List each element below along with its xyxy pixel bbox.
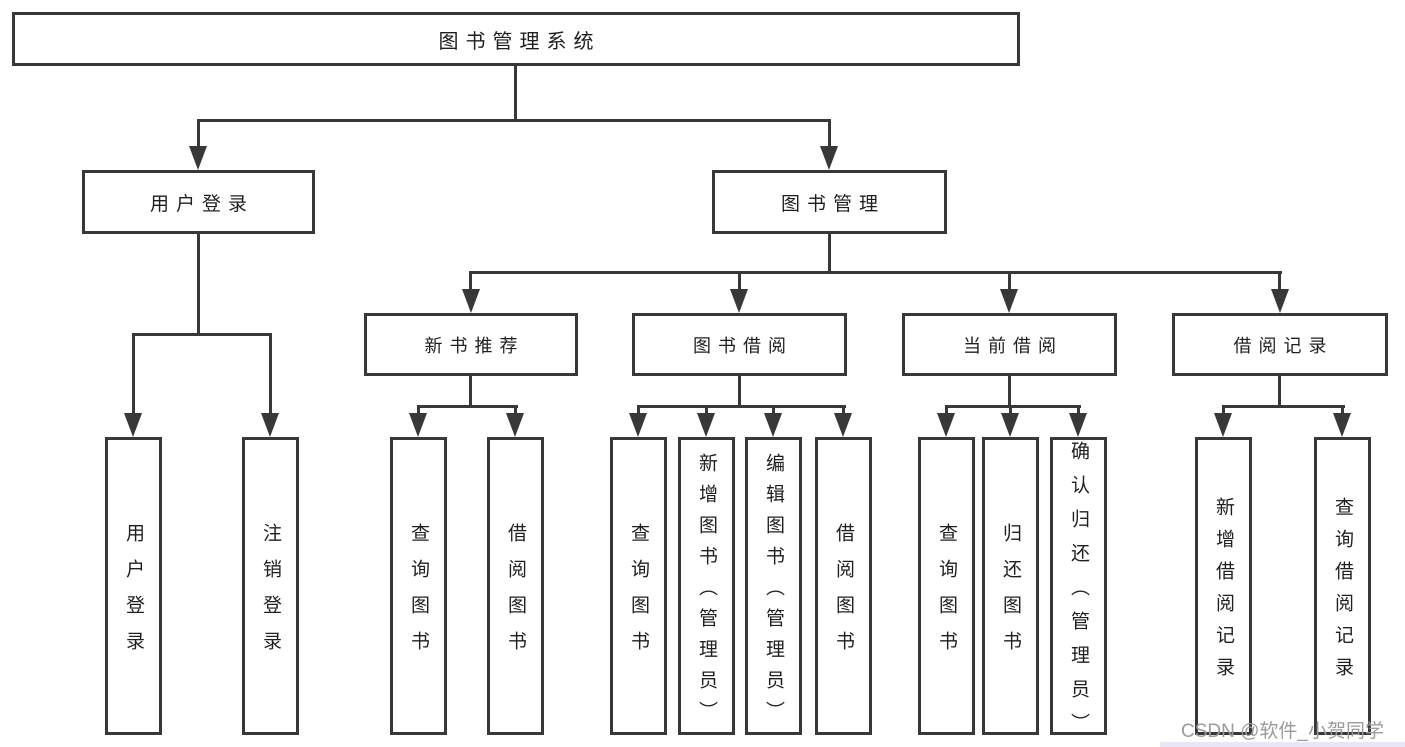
- connector-line: [705, 405, 708, 415]
- leaf-return-book: 归还图书: [982, 437, 1039, 735]
- connector-line: [637, 405, 846, 408]
- arrowhead-icon: [409, 413, 427, 437]
- arrowhead-icon: [261, 413, 279, 437]
- connector-line: [842, 405, 845, 415]
- leaf-borrow-books-recommend: 借阅图书: [487, 437, 544, 735]
- leaf-query-books-current: 查询图书: [918, 437, 975, 735]
- leaf-query-books-borrow: 查询图书: [610, 437, 667, 735]
- node-book-management: 图书管理: [712, 170, 947, 234]
- connector-line: [417, 405, 518, 408]
- connector-line: [1009, 405, 1012, 415]
- node-current-borrow-label: 当前借阅: [963, 335, 1063, 356]
- connector-line: [469, 376, 472, 407]
- arrowhead-icon: [764, 413, 782, 437]
- leaf-add-book-admin-label: 新增图书（管理员）: [696, 452, 717, 732]
- arrowhead-icon: [834, 413, 852, 437]
- connector-line: [738, 376, 741, 407]
- leaf-confirm-return-admin-label: 确认归还（管理员）: [1068, 440, 1089, 747]
- leaf-query-borrow-record: 查询借阅记录: [1314, 437, 1371, 735]
- node-current-borrow: 当前借阅: [902, 313, 1117, 376]
- node-root-label: 图书管理系统: [438, 30, 601, 53]
- connector-line: [1222, 405, 1345, 408]
- csdn-watermark: CSDN @软件_小贺同学: [1181, 721, 1384, 742]
- node-user-login: 用户登录: [82, 170, 315, 234]
- connector-line: [469, 271, 1282, 274]
- leaf-logout: 注销登录: [242, 437, 299, 735]
- node-user-login-label: 用户登录: [149, 193, 254, 215]
- connector-line: [637, 405, 640, 415]
- connector-line: [1222, 405, 1225, 415]
- connector-line: [1077, 405, 1080, 415]
- node-new-book-recommend: 新书推荐: [364, 313, 578, 376]
- connector-line: [514, 66, 517, 122]
- connector-line: [1008, 271, 1011, 291]
- arrowhead-icon: [1333, 413, 1351, 437]
- leaf-logout-label: 注销登录: [260, 522, 281, 667]
- leaf-borrow-books-borrow: 借阅图书: [815, 437, 872, 735]
- connector-line: [1278, 376, 1281, 407]
- connector-line: [417, 405, 420, 415]
- arrowhead-icon: [189, 146, 207, 170]
- connector-line: [738, 271, 741, 291]
- arrowhead-icon: [697, 413, 715, 437]
- arrowhead-icon: [820, 146, 838, 170]
- arrowhead-icon: [1214, 413, 1232, 437]
- connector-line: [514, 405, 517, 415]
- leaf-query-books-recommend: 查询图书: [390, 437, 447, 735]
- arrowhead-icon: [1271, 289, 1289, 313]
- leaf-add-borrow-record-label: 新增借阅记录: [1213, 496, 1234, 689]
- arrowhead-icon: [124, 413, 142, 437]
- connector-line: [132, 333, 135, 415]
- arrowhead-icon: [462, 289, 480, 313]
- arrowhead-icon: [1001, 413, 1019, 437]
- leaf-edit-book-admin-label: 编辑图书（管理员）: [763, 452, 784, 732]
- arrowhead-icon: [937, 413, 955, 437]
- connector-line: [1341, 405, 1344, 415]
- connector-line: [197, 234, 200, 336]
- connector-line: [828, 234, 831, 274]
- connector-line: [945, 405, 1081, 408]
- leaf-edit-book-admin: 编辑图书（管理员）: [745, 437, 802, 735]
- node-book-borrow: 图书借阅: [632, 313, 847, 376]
- node-book-borrow-label: 图书借阅: [693, 335, 793, 356]
- node-root: 图书管理系统: [12, 12, 1020, 66]
- arrowhead-icon: [1000, 289, 1018, 313]
- leaf-user-login: 用户登录: [105, 437, 162, 735]
- leaf-add-book-admin: 新增图书（管理员）: [678, 437, 735, 735]
- node-book-management-label: 图书管理: [780, 193, 885, 215]
- connector-line: [945, 405, 948, 415]
- leaf-query-books-recommend-label: 查询图书: [408, 522, 429, 667]
- node-borrow-records-label: 借阅记录: [1233, 335, 1334, 356]
- leaf-query-books-borrow-label: 查询图书: [628, 522, 649, 667]
- connector-line: [1278, 271, 1281, 291]
- watermark-strip: [1160, 742, 1405, 747]
- arrowhead-icon: [1069, 413, 1087, 437]
- connector-line: [828, 119, 831, 149]
- arrowhead-icon: [506, 413, 524, 437]
- connector-line: [269, 333, 272, 415]
- arrowhead-icon: [629, 413, 647, 437]
- node-borrow-records: 借阅记录: [1172, 313, 1388, 376]
- connector-line: [1008, 376, 1011, 407]
- leaf-query-books-current-label: 查询图书: [936, 522, 957, 667]
- leaf-borrow-books-borrow-label: 借阅图书: [833, 522, 854, 667]
- leaf-confirm-return-admin: 确认归还（管理员）: [1050, 437, 1107, 747]
- connector-line: [197, 119, 831, 122]
- connector-line: [132, 333, 272, 336]
- leaf-user-login-label: 用户登录: [123, 522, 144, 667]
- leaf-add-borrow-record: 新增借阅记录: [1195, 437, 1252, 735]
- leaf-return-book-label: 归还图书: [1000, 522, 1021, 667]
- connector-line: [197, 119, 200, 149]
- leaf-borrow-books-recommend-label: 借阅图书: [505, 522, 526, 667]
- arrowhead-icon: [730, 289, 748, 313]
- connector-line: [772, 405, 775, 415]
- leaf-query-borrow-record-label: 查询借阅记录: [1332, 496, 1353, 689]
- connector-line: [469, 271, 472, 291]
- node-new-book-recommend-label: 新书推荐: [424, 335, 525, 356]
